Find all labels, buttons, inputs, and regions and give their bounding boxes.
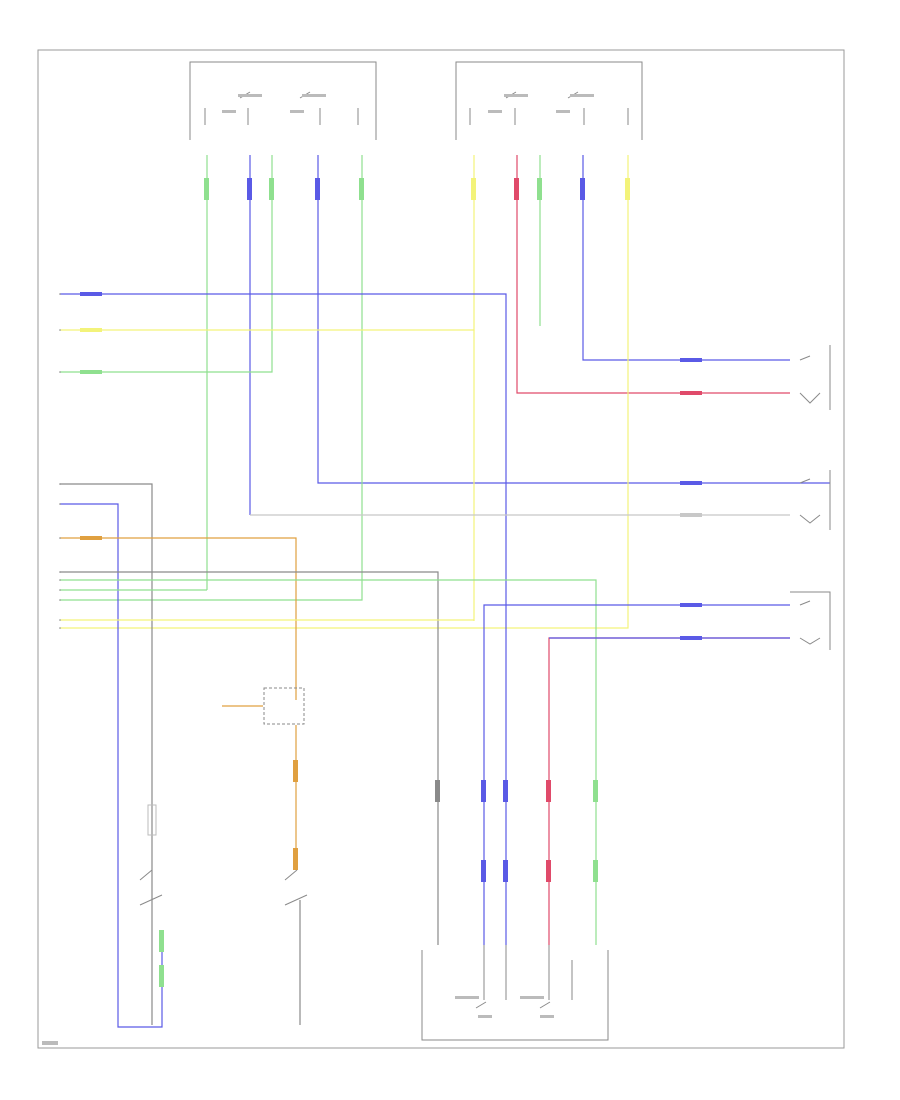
wire-green <box>60 155 273 373</box>
wire-blue <box>317 155 830 484</box>
wire-gray <box>60 571 439 945</box>
wire-gray <box>60 483 153 1025</box>
wires <box>60 155 830 1028</box>
wire-green <box>60 155 363 601</box>
page-marker <box>42 1041 58 1045</box>
wire-orange <box>60 537 297 700</box>
right-rear-switch <box>455 61 643 140</box>
power-window-relay <box>263 687 305 725</box>
wire-blue <box>60 503 163 1028</box>
right-front-switch <box>421 945 609 1041</box>
wire-yellow <box>60 155 629 629</box>
right-front-door-switch <box>284 869 308 906</box>
left-rear-window-motor <box>799 470 831 530</box>
right-front-window-motor <box>790 591 831 650</box>
wire-yellow <box>60 155 475 331</box>
wire-blue <box>483 604 790 945</box>
right-rear-window-motor <box>799 345 831 410</box>
wire-blue <box>60 293 507 945</box>
left-rear-switch <box>189 61 377 140</box>
diagram-frame <box>37 49 845 1049</box>
wire-tags <box>80 178 702 987</box>
connector-pins <box>59 293 61 629</box>
wire-red <box>548 637 790 945</box>
wire-blue <box>582 155 790 361</box>
wire-green <box>60 579 597 945</box>
left-rear-door-switch <box>139 804 163 906</box>
wire-red <box>516 155 790 394</box>
